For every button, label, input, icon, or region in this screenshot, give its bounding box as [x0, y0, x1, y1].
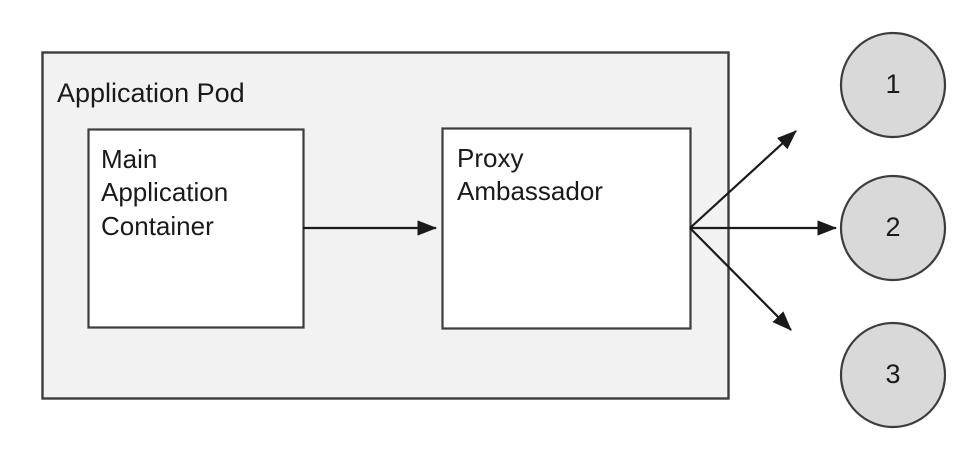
endpoint-2-label: 2 — [885, 212, 901, 242]
main-container-line-3: Container — [101, 210, 214, 241]
endpoint-3-label: 3 — [885, 359, 901, 389]
main-container-line-1: Main — [101, 144, 158, 174]
endpoint-3-circle — [839, 321, 947, 429]
proxy-line-1: Proxy — [457, 143, 524, 173]
proxy-ambassador-container-box — [441, 127, 692, 330]
application-pod-label: Application Pod — [57, 78, 245, 108]
main-container-line-2: Application — [101, 177, 229, 208]
endpoint-2-circle — [839, 174, 947, 282]
main-application-container-box — [87, 128, 305, 329]
endpoint-1-label: 1 — [885, 69, 901, 99]
connector-proxy-to-endpoint-3 — [689, 227, 792, 331]
proxy-line-2: Ambassador — [457, 176, 603, 207]
connector-proxy-to-endpoint-1 — [689, 130, 797, 229]
endpoint-1-circle — [839, 31, 947, 139]
